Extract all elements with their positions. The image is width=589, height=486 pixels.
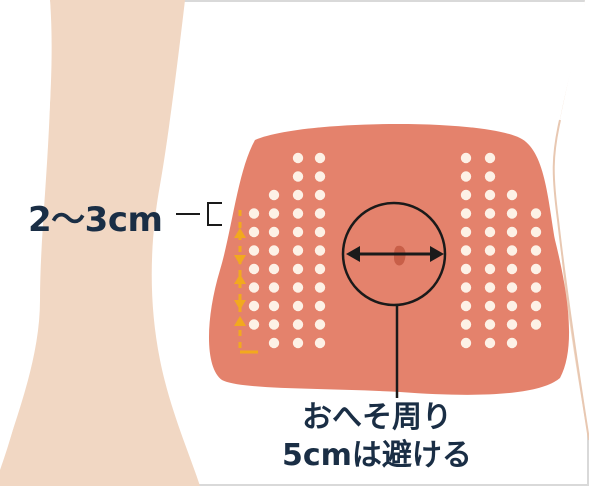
injection-site-dot <box>506 208 518 219</box>
injection-site-dot <box>248 245 260 256</box>
injection-site-dot <box>292 337 304 349</box>
injection-site-dot <box>248 282 260 293</box>
injection-zone <box>208 123 570 395</box>
injection-site-dot <box>268 226 280 238</box>
injection-site-dot <box>506 282 518 293</box>
injection-site-dot <box>460 208 472 219</box>
spacing-guide-arrow-icon <box>234 210 258 354</box>
injection-site-dot <box>292 282 304 293</box>
injection-site-dot <box>530 226 542 238</box>
injection-site-dot <box>314 152 326 164</box>
injection-site-dot <box>314 245 326 256</box>
injection-site-dot <box>484 263 496 275</box>
dot-spacing-label: 2〜3cm <box>28 200 163 240</box>
injection-site-dot <box>268 263 280 275</box>
injection-site-dot <box>506 337 518 349</box>
injection-site-dot <box>248 208 260 219</box>
double-headed-arrow-icon <box>346 246 444 262</box>
injection-site-dot <box>292 263 304 275</box>
spacing-bracket-icon <box>176 202 222 226</box>
injection-site-dot <box>460 245 472 256</box>
injection-site-dot <box>292 171 304 182</box>
injection-site-dot <box>292 226 304 238</box>
injection-site-dot <box>248 263 260 275</box>
injection-site-dot <box>292 208 304 219</box>
injection-site-dot <box>292 189 304 201</box>
injection-site-dot <box>530 300 542 312</box>
injection-site-dot <box>484 319 496 330</box>
injection-site-dot <box>268 282 280 293</box>
injection-site-dot <box>268 208 280 219</box>
injection-site-dot <box>484 208 496 219</box>
injection-site-dot <box>314 300 326 312</box>
injection-site-dot <box>530 263 542 275</box>
injection-site-dot <box>314 319 326 330</box>
injection-site-dot <box>314 171 326 182</box>
injection-site-dot <box>292 245 304 256</box>
injection-site-dot <box>268 337 280 349</box>
injection-site-dot <box>484 282 496 293</box>
navel-caption-line1: おへそ周り <box>302 400 452 435</box>
injection-site-dot <box>248 226 260 238</box>
injection-site-dot <box>314 263 326 275</box>
injection-site-dot <box>460 319 472 330</box>
injection-site-dot <box>506 319 518 330</box>
injection-site-dot <box>460 300 472 312</box>
injection-site-dot <box>314 282 326 293</box>
injection-site-dot <box>460 263 472 275</box>
injection-site-dot <box>530 208 542 219</box>
injection-site-dot <box>484 337 496 349</box>
injection-site-dot <box>484 171 496 182</box>
injection-site-dot <box>484 226 496 238</box>
injection-site-dot <box>506 189 518 201</box>
injection-site-dot <box>460 226 472 238</box>
injection-site-dot <box>460 282 472 293</box>
arm-gap-right <box>553 0 589 440</box>
injection-site-dot <box>268 300 280 312</box>
injection-site-dot <box>506 300 518 312</box>
dot-grid-left <box>248 152 326 349</box>
injection-site-dot <box>268 245 280 256</box>
injection-site-dot <box>506 263 518 275</box>
right-arm-edge <box>552 119 589 441</box>
arm-gap-left <box>0 0 52 470</box>
injection-site-dot <box>268 319 280 330</box>
injection-site-dot <box>460 152 472 164</box>
injection-site-dot <box>292 319 304 330</box>
navel <box>394 245 406 266</box>
injection-site-dot <box>460 189 472 201</box>
injection-site-dot <box>530 319 542 330</box>
injection-site-dot <box>484 245 496 256</box>
dot-grid-right <box>460 152 542 349</box>
injection-site-dot <box>248 300 260 312</box>
injection-site-dot <box>460 337 472 349</box>
injection-site-dot <box>460 171 472 182</box>
navel-caption-line2: 5cmは避ける <box>282 438 472 473</box>
injection-site-dot <box>292 300 304 312</box>
injection-site-dot <box>314 337 326 349</box>
injection-site-dot <box>484 189 496 201</box>
injection-site-dot <box>484 152 496 164</box>
injection-site-dot <box>506 245 518 256</box>
injection-site-dot <box>314 226 326 238</box>
injection-site-dot <box>248 319 260 330</box>
injection-site-dot <box>530 245 542 256</box>
navel-exclusion-circle-icon <box>341 201 447 307</box>
injection-site-dot <box>292 152 304 164</box>
injection-site-dot <box>268 189 280 201</box>
injection-site-dot <box>506 226 518 238</box>
injection-site-dot <box>530 282 542 293</box>
injection-site-dot <box>484 300 496 312</box>
injection-site-dot <box>314 189 326 201</box>
injection-site-dot <box>314 208 326 219</box>
